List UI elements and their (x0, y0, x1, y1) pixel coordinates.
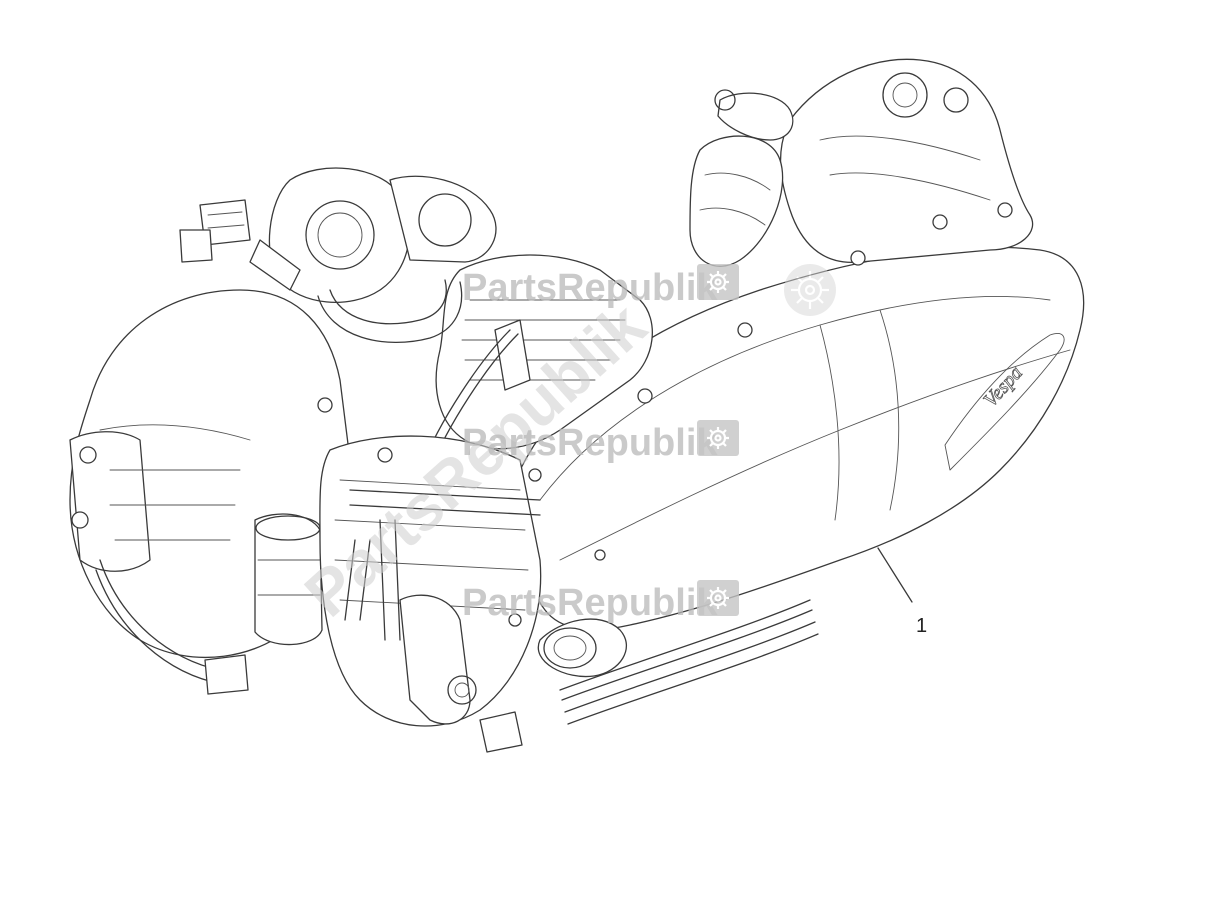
watermark-brand-middle: PartsRepublik (462, 422, 718, 464)
callout-leader-line (877, 547, 913, 603)
gear-icon (707, 587, 729, 609)
watermark-gear-box-middle (697, 420, 739, 456)
callout-number: 1 (916, 615, 927, 637)
callout-1: 1 (877, 547, 927, 637)
watermark-gear-box-top (697, 264, 739, 300)
gear-icon (707, 427, 729, 449)
cylinder-block (435, 254, 653, 450)
rear-upper-housing (779, 58, 1034, 264)
watermark-brand-top: PartsRepublik (462, 267, 718, 309)
oil-filter (254, 513, 323, 646)
gear-icon (784, 264, 836, 316)
watermark-brand-bottom: PartsRepublik (462, 582, 718, 624)
watermark-gear-box-bottom (697, 580, 739, 616)
engine-assembly-drawing: Vespa (69, 58, 1085, 753)
gear-icon (707, 271, 729, 293)
